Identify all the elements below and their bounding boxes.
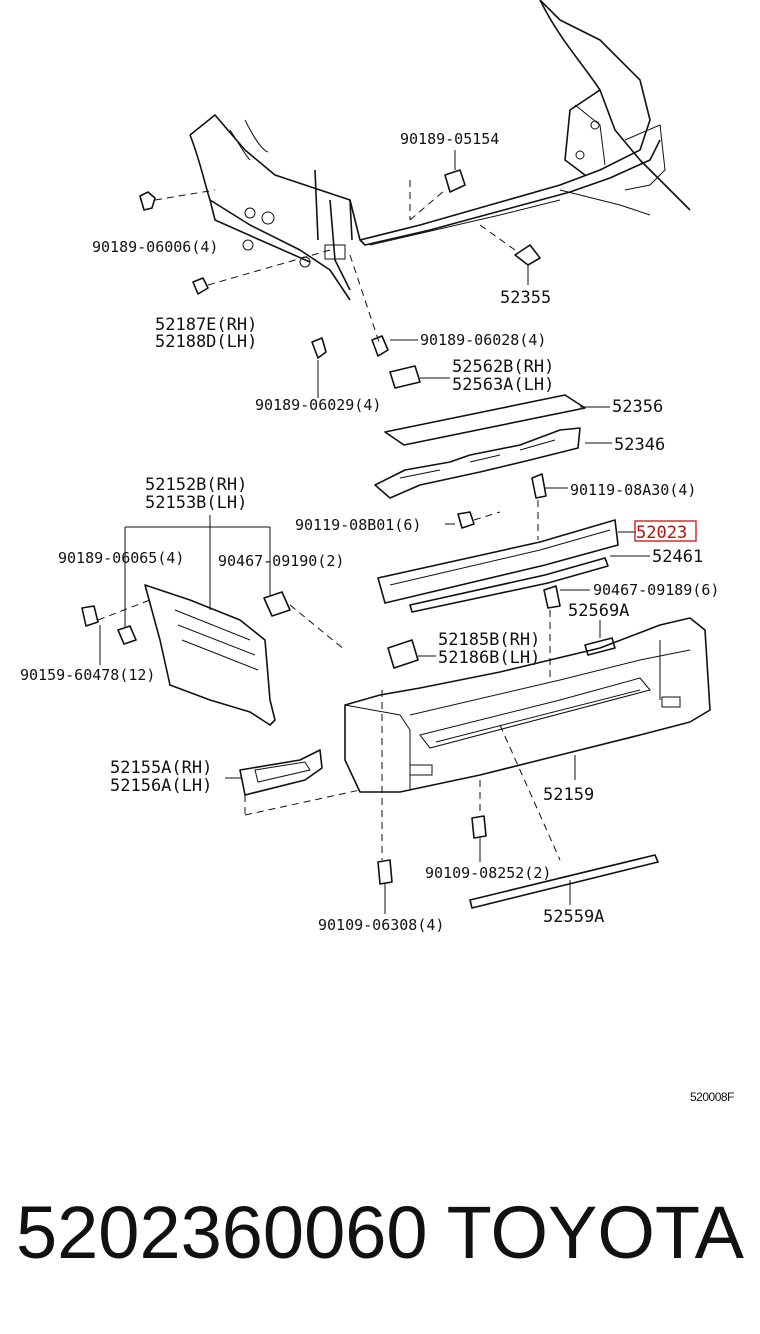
callout-52188d: 52188D(LH) bbox=[155, 332, 257, 352]
brand-name: TOYOTA bbox=[446, 1191, 744, 1274]
parts-diagram: 90189-05154 90189-06006(4) 52355 52187E(… bbox=[20, 0, 719, 934]
callout-90159-60478: 90159-60478(12) bbox=[20, 666, 155, 684]
callout-52562b: 52562B(RH) bbox=[452, 357, 554, 377]
callout-52187e: 52187E(RH) bbox=[155, 315, 257, 335]
callout-52563a: 52563A(LH) bbox=[452, 375, 554, 395]
callout-52461: 52461 bbox=[652, 547, 703, 567]
callout-52023: 52023 bbox=[636, 523, 687, 543]
callout-90189-05154: 90189-05154 bbox=[400, 130, 499, 148]
callout-52152b: 52152B(RH) bbox=[145, 475, 247, 495]
callout-90119-08a30: 90119-08A30(4) bbox=[570, 481, 696, 499]
dashed-leaders bbox=[97, 180, 561, 861]
diagram-reference-code: 520008F bbox=[690, 1090, 734, 1104]
part-footer: 5202360060 TOYOTA bbox=[16, 1190, 746, 1280]
callout-90189-06029: 90189-06029(4) bbox=[255, 396, 381, 414]
callout-90189-06028: 90189-06028(4) bbox=[420, 331, 546, 349]
callout-52346: 52346 bbox=[614, 435, 665, 455]
callout-52186b: 52186B(LH) bbox=[438, 648, 540, 668]
callout-90109-06308: 90109-06308(4) bbox=[318, 916, 444, 934]
callout-52569a: 52569A bbox=[568, 601, 629, 621]
callout-90189-06065: 90189-06065(4) bbox=[58, 549, 184, 567]
callout-90119-08b01: 90119-08B01(6) bbox=[295, 516, 421, 534]
trim-panels bbox=[144, 394, 659, 909]
fastener-clips bbox=[81, 191, 561, 885]
callout-90189-06006: 90189-06006(4) bbox=[92, 238, 218, 256]
callout-52153b: 52153B(LH) bbox=[145, 493, 247, 513]
callout-52155a: 52155A(RH) bbox=[110, 758, 212, 778]
callout-52159: 52159 bbox=[543, 785, 594, 805]
rear-bumper-drawing bbox=[344, 617, 711, 793]
vehicle-body-drawing bbox=[189, 0, 691, 301]
callout-90467-09189: 90467-09189(6) bbox=[593, 581, 719, 599]
part-number: 5202360060 bbox=[16, 1191, 428, 1274]
callout-52355: 52355 bbox=[500, 288, 551, 308]
callout-labels: 90189-05154 90189-06006(4) 52355 52187E(… bbox=[20, 130, 719, 934]
leader-lines bbox=[99, 150, 650, 914]
callout-90467-09190: 90467-09190(2) bbox=[218, 552, 344, 570]
callout-52156a: 52156A(LH) bbox=[110, 776, 212, 796]
highlight-box-52023 bbox=[634, 520, 697, 542]
callout-90109-08252: 90109-08252(2) bbox=[425, 864, 551, 882]
callout-52185b: 52185B(RH) bbox=[438, 630, 540, 650]
callout-52356: 52356 bbox=[612, 397, 663, 417]
callout-52559a: 52559A bbox=[543, 907, 604, 927]
